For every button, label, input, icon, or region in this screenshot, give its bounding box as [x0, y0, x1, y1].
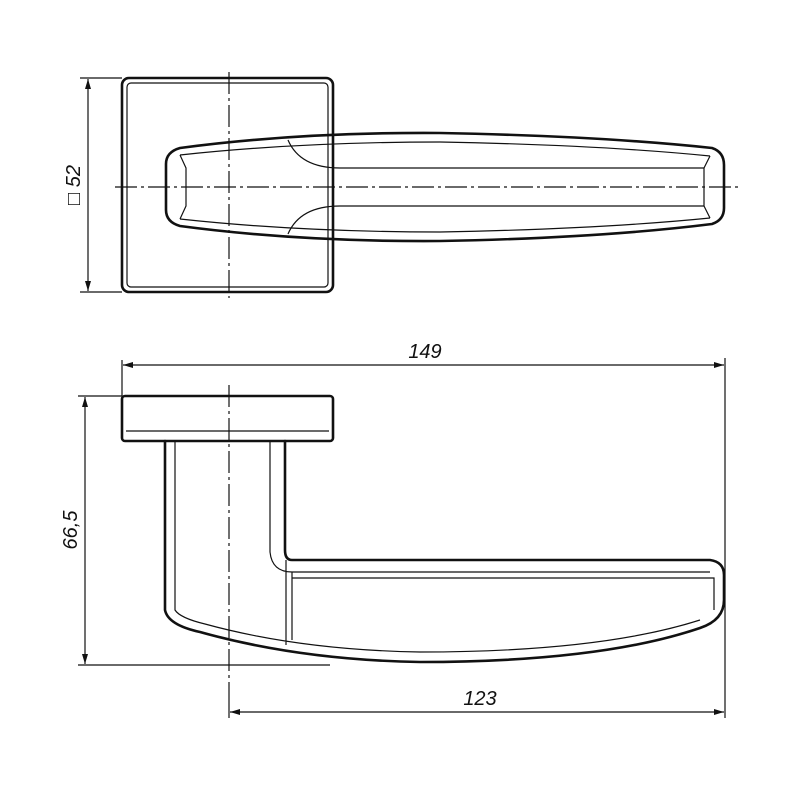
dimension-projection: 66,5 — [60, 395, 330, 666]
dimension-lever-length: 123 — [228, 688, 724, 718]
lever-side-facet — [292, 577, 715, 610]
dimension-label-149: 149 — [408, 341, 441, 363]
lever-inner-edges — [179, 141, 711, 233]
lever-top-outline — [164, 131, 726, 243]
lever-side-outline — [163, 439, 726, 664]
lever-ridge-lines — [287, 139, 704, 235]
dimension-label-66-5: 66,5 — [60, 510, 82, 550]
side-view — [120, 385, 726, 690]
rosette-square — [120, 76, 335, 294]
dimension-total-length: 149 — [121, 341, 726, 718]
top-view — [115, 72, 738, 298]
dimension-label-52: □ 52 — [63, 165, 85, 205]
lever-side-inner-edges — [174, 441, 710, 653]
dimension-label-123: 123 — [463, 688, 496, 710]
rosette-side — [120, 394, 335, 443]
rosette-inner-edge — [126, 82, 329, 288]
dimension-rosette-size: □ 52 — [63, 77, 122, 293]
